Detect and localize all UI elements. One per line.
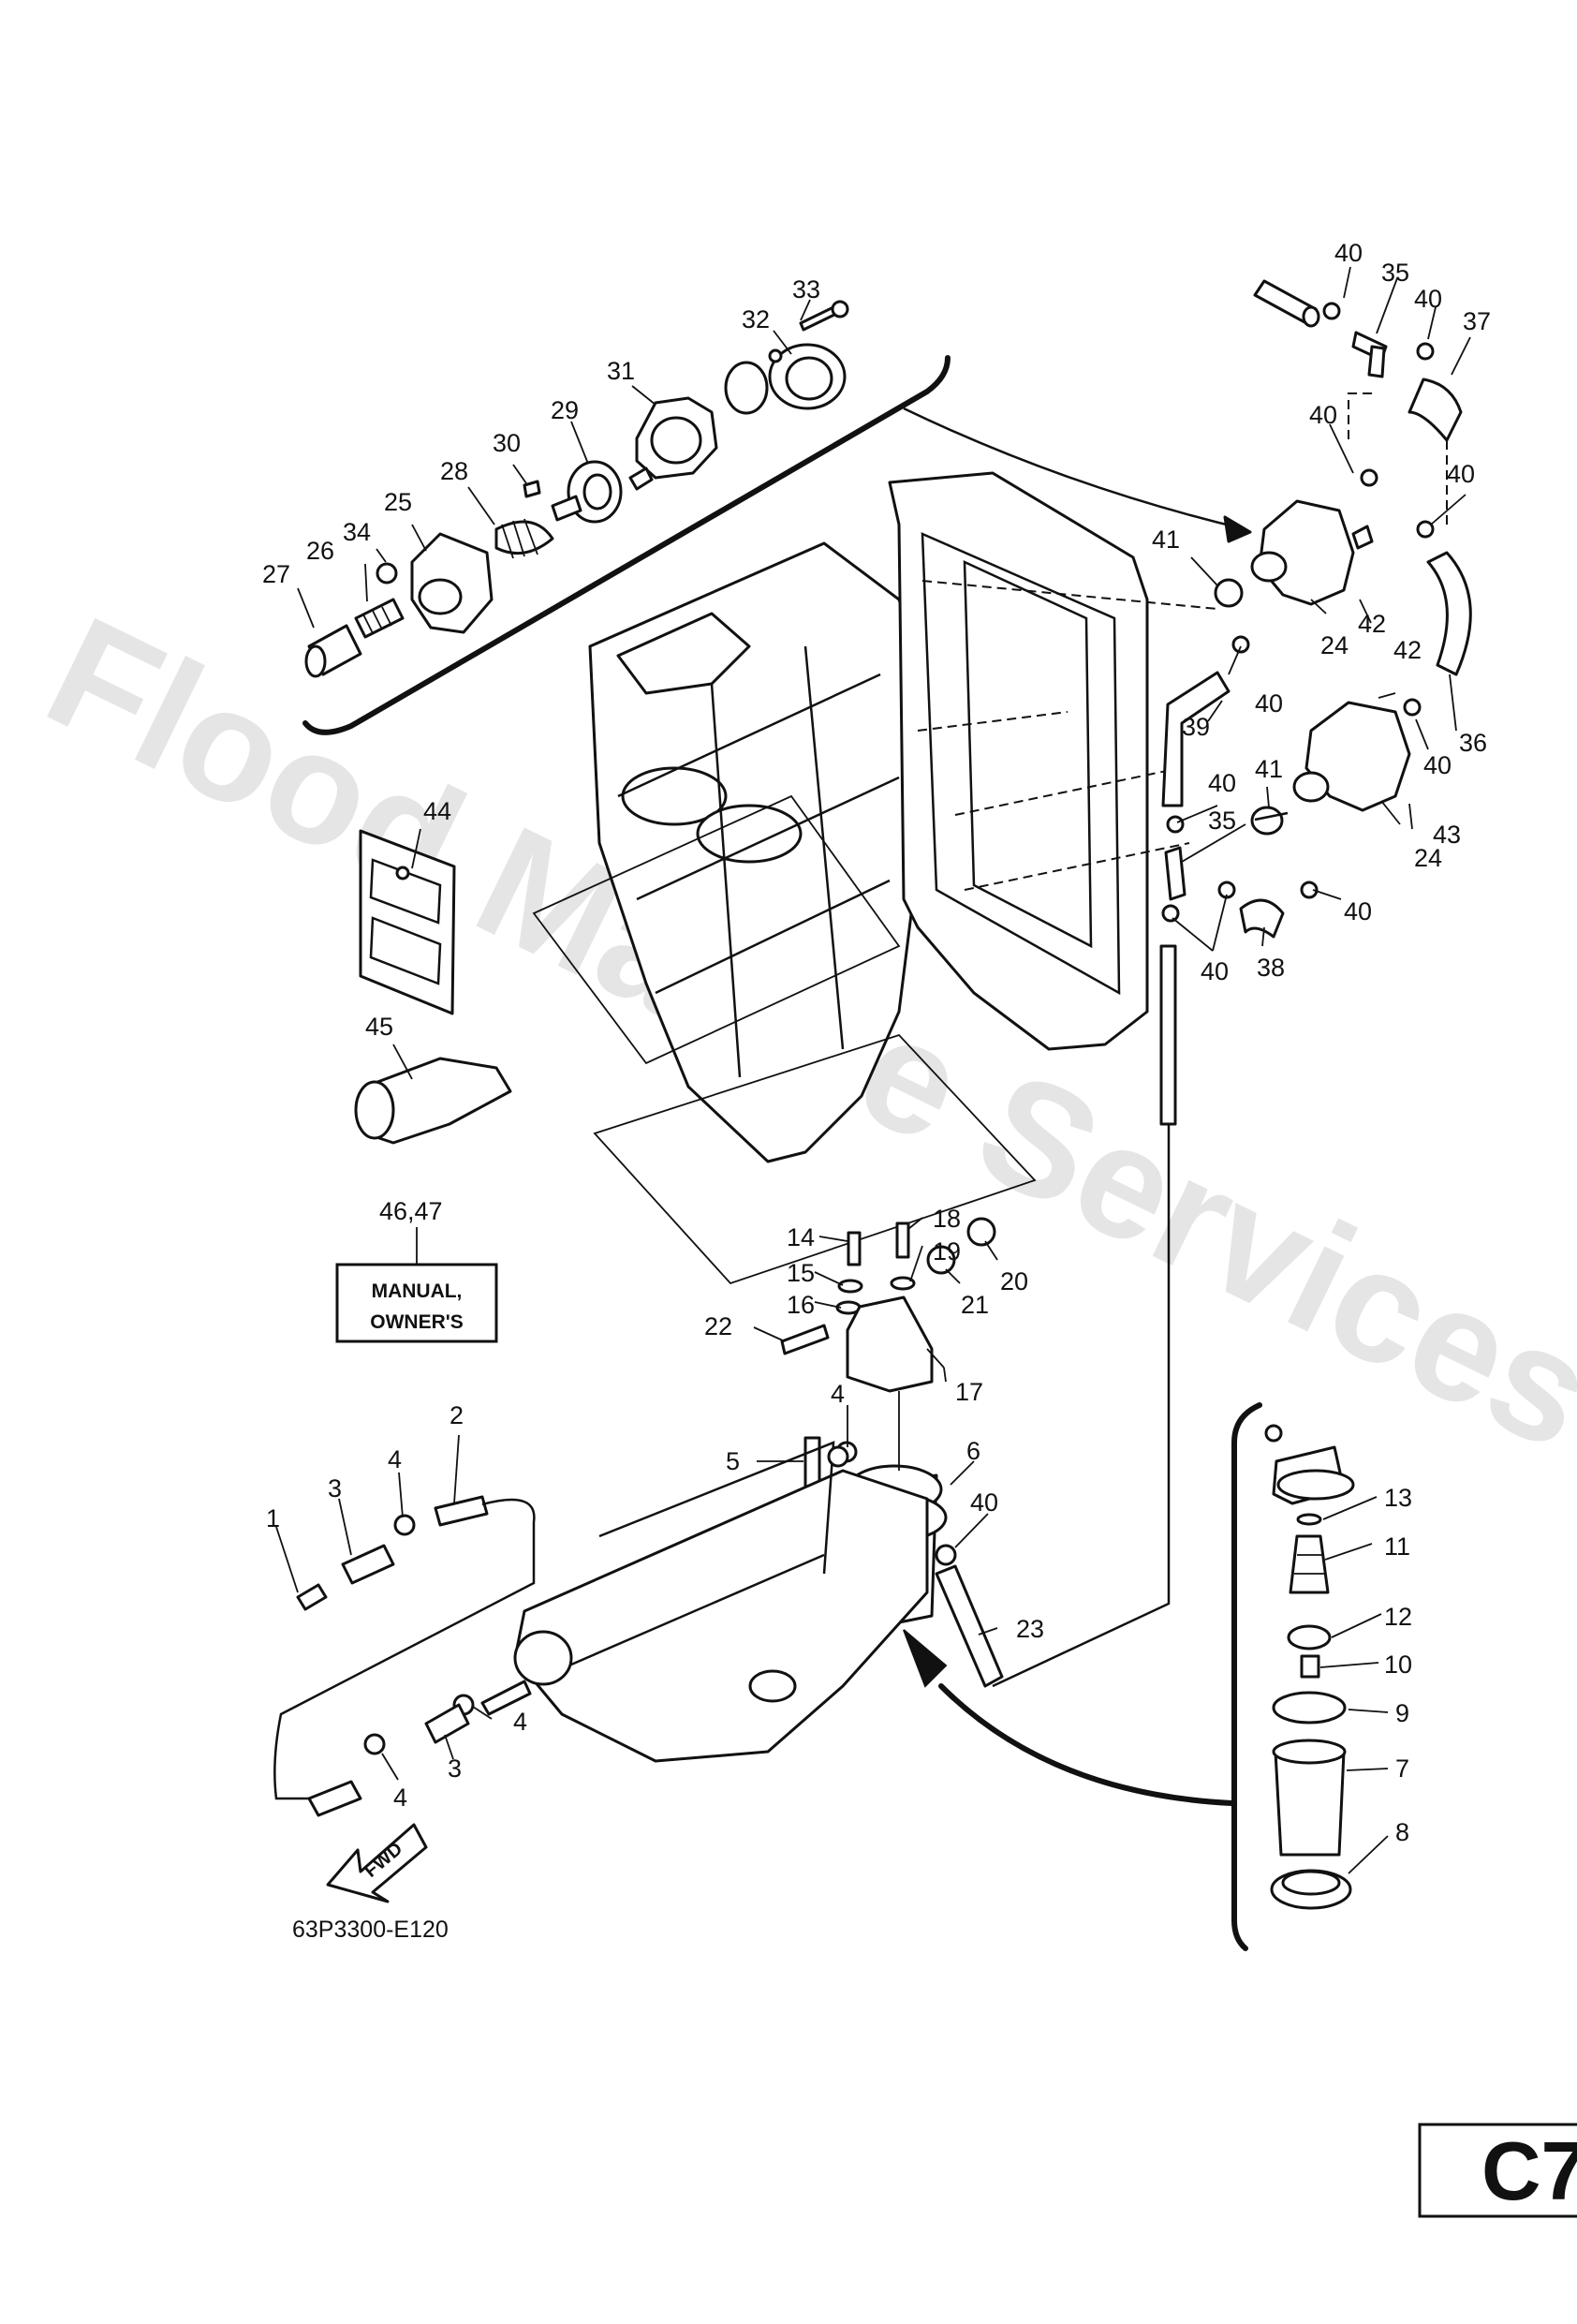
callout-8: 8 <box>1395 1818 1409 1846</box>
callout-38: 38 <box>1257 954 1285 982</box>
callout-22: 22 <box>704 1312 732 1340</box>
callout-41a: 41 <box>1152 525 1180 554</box>
callout-30: 30 <box>493 429 521 457</box>
callout-7: 7 <box>1395 1754 1409 1783</box>
arrow-head-cylinder <box>1223 515 1252 543</box>
callout-40j: 40 <box>970 1488 998 1517</box>
callout-33: 33 <box>792 275 820 303</box>
callout-16: 16 <box>787 1291 815 1319</box>
callout-19: 19 <box>933 1237 961 1266</box>
callout-15: 15 <box>787 1259 815 1287</box>
callout-17: 17 <box>955 1378 983 1406</box>
callout-25: 25 <box>384 488 412 516</box>
bottom-cowling <box>513 1441 929 1763</box>
callout-13: 13 <box>1384 1484 1412 1512</box>
leader-to-filter <box>938 1683 1234 1806</box>
fwd-arrow: FWD <box>326 1823 428 1903</box>
callout-20: 20 <box>1000 1267 1028 1295</box>
cylinder-head-cover <box>888 471 1218 1051</box>
bracket-thermostat-group <box>302 355 951 735</box>
callout-40i: 40 <box>1201 957 1229 985</box>
callout-36: 36 <box>1459 729 1487 757</box>
callout-44: 44 <box>423 797 451 825</box>
callout-45: 45 <box>365 1013 393 1041</box>
callout-4d: 4 <box>831 1380 845 1408</box>
fuel-filter-detail <box>1264 1424 1355 1910</box>
bracket-filter-detail <box>1231 1402 1262 1951</box>
callout-5: 5 <box>726 1447 740 1475</box>
callout-41b: 41 <box>1255 755 1283 783</box>
callout-40d: 40 <box>1447 460 1475 488</box>
callout-34: 34 <box>343 518 371 546</box>
cylinder-block <box>532 541 938 1163</box>
fuel-joint-parts <box>273 1445 849 1817</box>
callout-3a: 3 <box>328 1474 342 1502</box>
callout-28: 28 <box>440 457 468 485</box>
drawing-code: 63P3300-E120 <box>292 1917 449 1943</box>
manual-label-line2: OWNER'S <box>370 1311 464 1333</box>
callout-14: 14 <box>787 1223 815 1251</box>
manual-label-line1: MANUAL, <box>372 1280 463 1302</box>
callout-27: 27 <box>262 560 290 588</box>
callout-29: 29 <box>551 396 579 424</box>
thermostat-parts <box>304 300 849 678</box>
callout-numbers: 1 2 3 3 4 4 4 4 5 6 7 8 9 10 11 12 13 14… <box>262 239 1491 1846</box>
leader-to-cylinder-head <box>903 407 1246 531</box>
owners-manual-label: MANUAL, OWNER'S <box>335 1263 498 1343</box>
callout-35a: 35 <box>1381 259 1409 287</box>
callout-37: 37 <box>1463 307 1491 335</box>
callout-40h: 40 <box>1344 897 1372 925</box>
callout-4c: 4 <box>393 1784 407 1812</box>
callout-11: 11 <box>1384 1532 1410 1561</box>
callout-9: 9 <box>1395 1699 1409 1727</box>
callout-21: 21 <box>961 1291 989 1319</box>
callout-4b: 4 <box>513 1708 527 1736</box>
callout-12: 12 <box>1384 1603 1412 1631</box>
callout-2: 2 <box>450 1401 464 1429</box>
callout-6: 6 <box>966 1437 980 1465</box>
callout-42b: 42 <box>1393 636 1422 664</box>
page-tag-box: C7 <box>1418 2123 1577 2218</box>
callout-40b: 40 <box>1414 285 1442 313</box>
callout-42a: 42 <box>1358 610 1386 638</box>
callout-40e: 40 <box>1255 689 1283 718</box>
callout-40c: 40 <box>1309 401 1337 429</box>
callout-43: 43 <box>1433 821 1461 849</box>
callout-32: 32 <box>742 305 770 333</box>
callout-46-47: 46,47 <box>379 1197 443 1225</box>
callout-1: 1 <box>266 1504 280 1532</box>
callout-4a: 4 <box>388 1445 402 1473</box>
grease-tube <box>354 1057 512 1145</box>
callout-23: 23 <box>1016 1615 1044 1643</box>
arrow-head-filter <box>903 1629 948 1688</box>
callout-18: 18 <box>933 1205 961 1233</box>
callout-40f: 40 <box>1423 751 1452 779</box>
page-tag: C7 <box>1481 2124 1577 2217</box>
callout-31: 31 <box>607 357 635 385</box>
callout-40g: 40 <box>1208 769 1236 797</box>
callout-35b: 35 <box>1208 807 1236 835</box>
callout-39: 39 <box>1182 713 1210 741</box>
callout-24b: 24 <box>1414 844 1442 872</box>
callout-24a: 24 <box>1320 631 1349 659</box>
callout-3b: 3 <box>448 1754 462 1783</box>
callout-40a: 40 <box>1334 239 1363 267</box>
callout-26: 26 <box>306 537 334 565</box>
fuel-pumps <box>992 279 1472 1688</box>
leader-lines <box>275 266 1471 1874</box>
label-sheet <box>359 829 456 1015</box>
callout-10: 10 <box>1384 1650 1412 1679</box>
